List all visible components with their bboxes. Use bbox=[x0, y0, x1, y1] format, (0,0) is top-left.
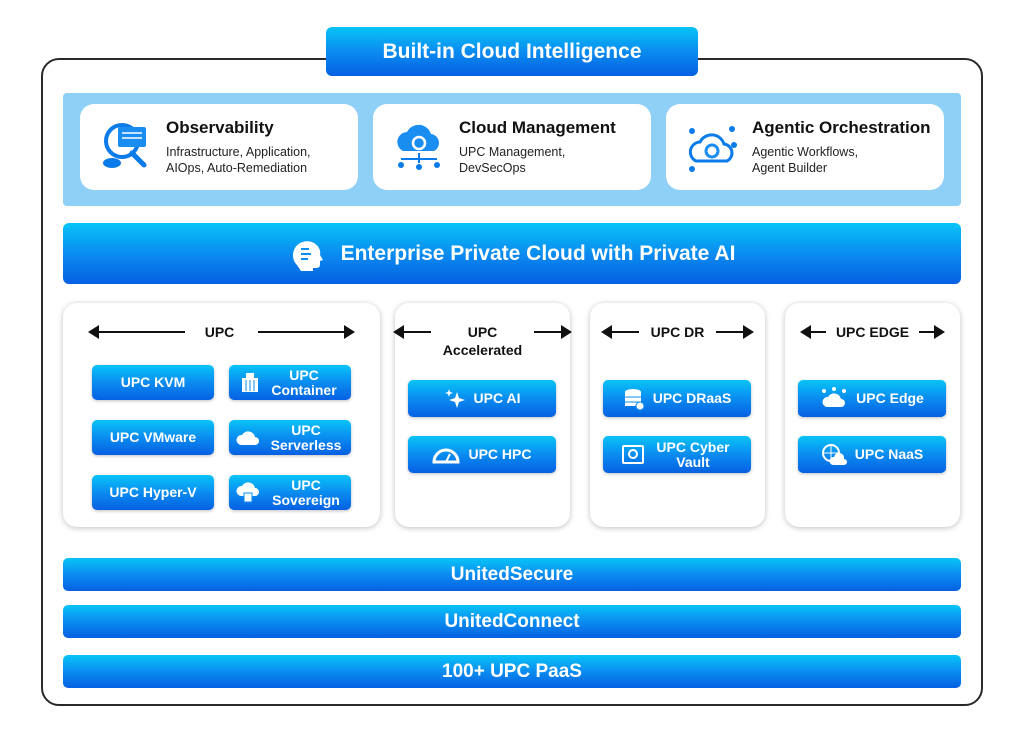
upc-vmware-button[interactable]: UPC VMware bbox=[92, 420, 214, 455]
card-title: Agentic Orchestration bbox=[752, 118, 931, 137]
unitedsecure-bar: UnitedSecure bbox=[63, 558, 961, 591]
database-icon bbox=[624, 388, 645, 410]
enterprise-label: Enterprise Private Cloud with Private AI bbox=[340, 241, 736, 265]
cloud-gear-icon bbox=[397, 124, 440, 170]
cloud-lock-icon bbox=[236, 481, 259, 502]
column-header: UPC bbox=[204, 324, 235, 340]
card-title: Cloud Management bbox=[459, 118, 616, 137]
unitedconnect-bar: UnitedConnect bbox=[63, 605, 961, 638]
card-desc: Infrastructure, Application, bbox=[166, 145, 311, 159]
column-upc-edge: UPC EDGE UPC Edge UPC NaaS bbox=[785, 303, 960, 527]
button-label: UPC Edge bbox=[856, 390, 924, 406]
upc-container-button[interactable]: UPC Container bbox=[229, 365, 351, 400]
upc-kvm-button[interactable]: UPC KVM bbox=[92, 365, 214, 400]
column-header: UPC EDGE bbox=[835, 324, 910, 340]
upc-edge-button[interactable]: UPC Edge bbox=[798, 380, 946, 417]
upc-serverless-button[interactable]: UPC Serverless bbox=[229, 420, 351, 455]
upc-hpc-button[interactable]: UPC HPC bbox=[408, 436, 556, 473]
card-desc: Agent Builder bbox=[752, 161, 828, 175]
column-upc-dr: UPC DR UPC DRaaS UPC Cyber Vault bbox=[590, 303, 765, 527]
sparkle-icon bbox=[444, 388, 465, 408]
observability-icon bbox=[103, 123, 147, 168]
upc-hyper-v-button[interactable]: UPC Hyper-V bbox=[92, 475, 214, 510]
column-header: UPC DR bbox=[650, 324, 705, 340]
ai-head-icon bbox=[292, 240, 323, 271]
button-label: UPC Cyber Vault bbox=[656, 438, 730, 470]
upc-ai-button[interactable]: UPC AI bbox=[408, 380, 556, 417]
button-label: UPC AI bbox=[473, 390, 521, 406]
speedometer-icon bbox=[432, 448, 460, 463]
button-label: UPC Container bbox=[271, 366, 337, 398]
column-upc: UPC UPC KVM UPC Container UPC VMware UPC… bbox=[63, 303, 380, 527]
card-desc: UPC Management, bbox=[459, 145, 566, 159]
cloud-icon bbox=[236, 430, 259, 445]
button-label: UPC Serverless bbox=[270, 421, 342, 453]
upc-naas-button[interactable]: UPC NaaS bbox=[798, 436, 946, 473]
vault-icon bbox=[622, 444, 644, 464]
button-label: UPC NaaS bbox=[854, 446, 924, 462]
enterprise-private-cloud-bar: Enterprise Private Cloud with Private AI bbox=[63, 223, 961, 284]
upc-sovereign-button[interactable]: UPC Sovereign bbox=[229, 475, 351, 510]
card-desc: DevSecOps bbox=[459, 161, 526, 175]
upc-draas-button[interactable]: UPC DRaaS bbox=[603, 380, 751, 417]
edge-network-icon bbox=[822, 386, 847, 407]
container-icon bbox=[242, 372, 258, 392]
upc-paas-bar: 100+ UPC PaaS bbox=[63, 655, 961, 688]
upc-cyber-vault-button[interactable]: UPC Cyber Vault bbox=[603, 436, 751, 473]
button-label: UPC HPC bbox=[468, 446, 532, 462]
card-desc: AIOps, Auto-Remediation bbox=[166, 161, 308, 175]
agentic-orchestration-icon bbox=[688, 126, 737, 172]
card-desc: Agentic Workflows, bbox=[752, 145, 859, 159]
card-title: Observability bbox=[166, 118, 274, 137]
button-label: UPC Sovereign bbox=[272, 476, 340, 508]
diagram-title: Built-in Cloud Intelligence bbox=[326, 27, 698, 76]
globe-cloud-icon bbox=[821, 443, 847, 465]
button-label: UPC DRaaS bbox=[652, 390, 732, 406]
